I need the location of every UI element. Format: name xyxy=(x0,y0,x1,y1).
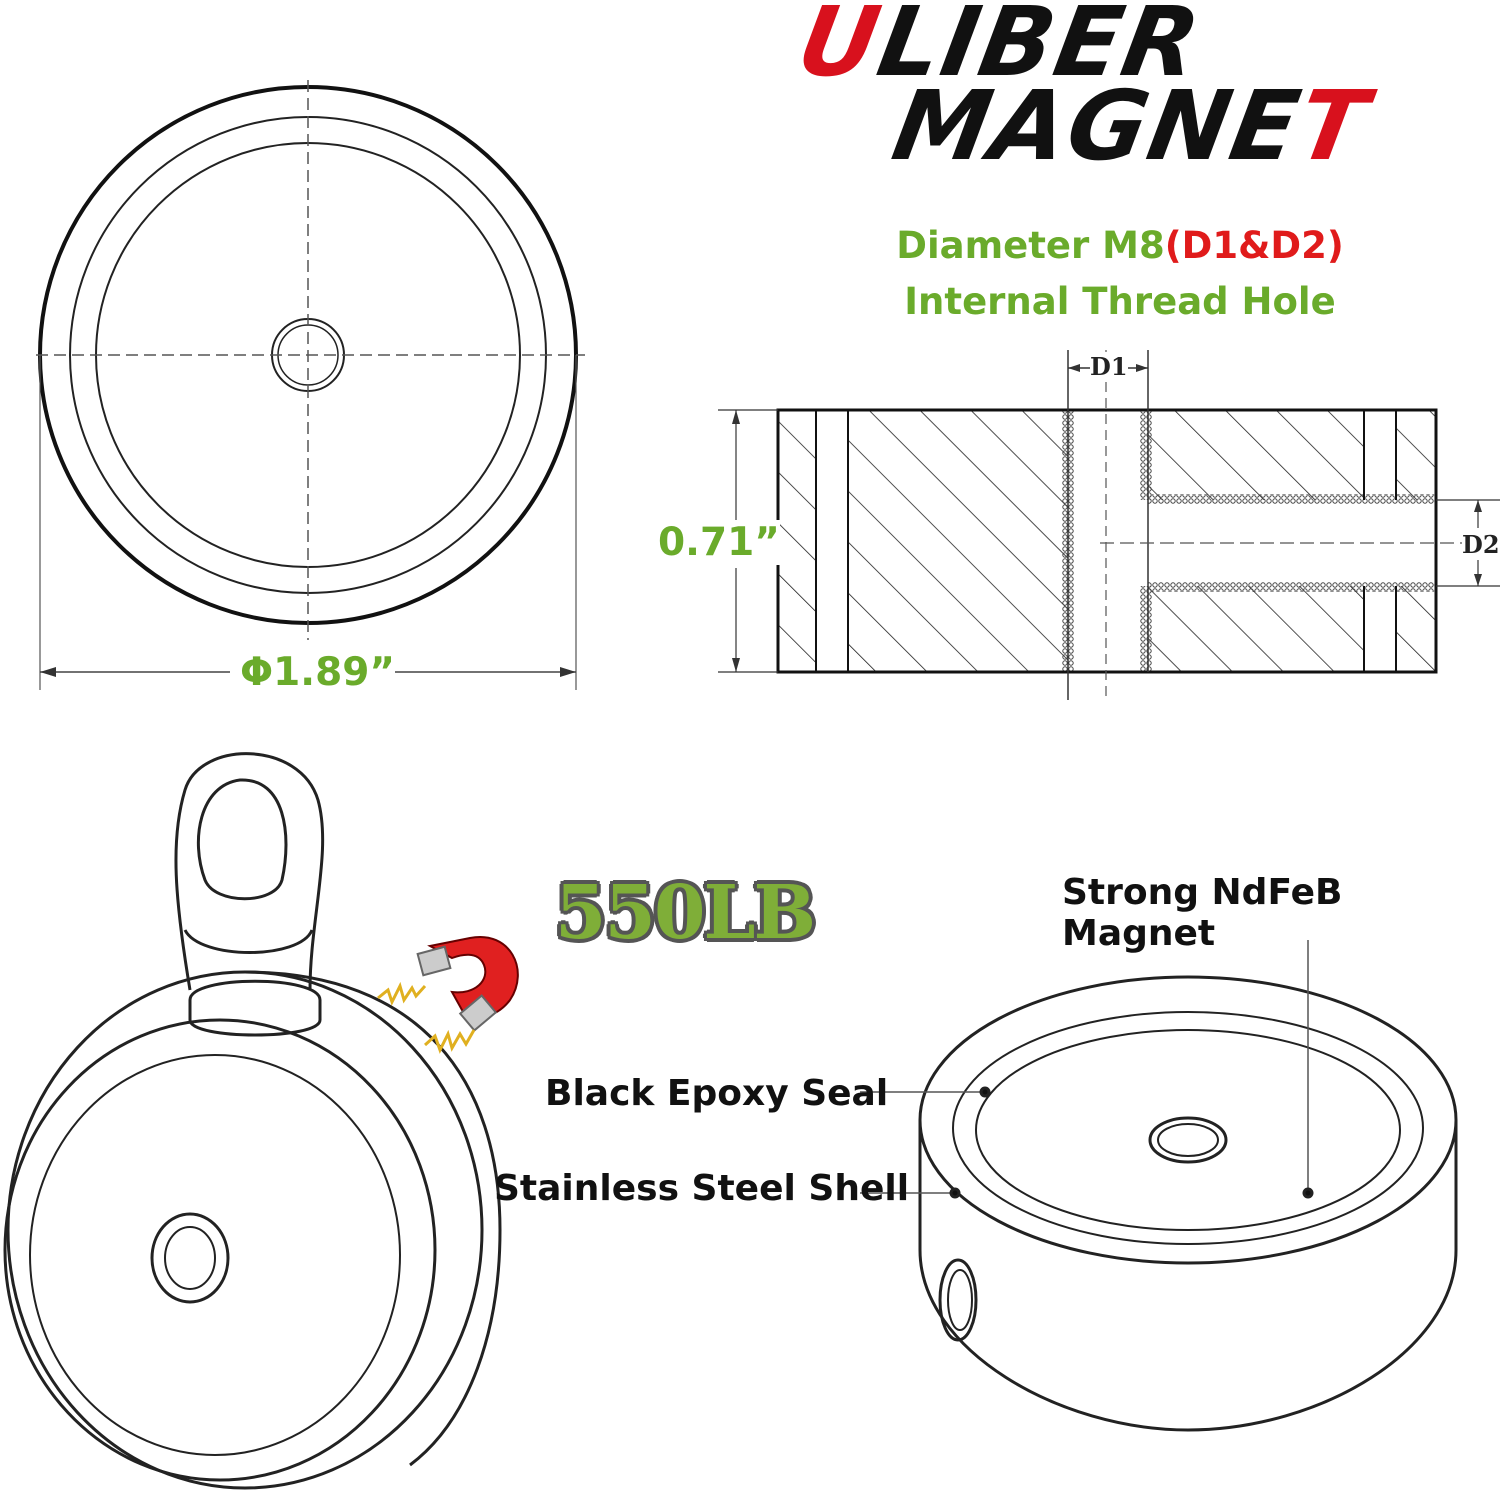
pot-magnet-drawing xyxy=(860,940,1458,1432)
diameter-label: Φ1.89” xyxy=(240,650,396,695)
callout-epoxy-seal: Black Epoxy Seal xyxy=(545,1073,889,1114)
eyebolt-magnet-drawing xyxy=(3,752,502,1490)
pull-force-label: 550LB xyxy=(555,870,816,956)
thread-spec-title: Diameter M8(D1&D2) Internal Thread Hole xyxy=(820,218,1420,330)
thread-spec-diameter: Diameter M8 xyxy=(896,224,1165,267)
callout-ndfeb-magnet: Strong NdFeB Magnet xyxy=(1062,872,1343,954)
horseshoe-magnet-icon xyxy=(377,935,519,1054)
d2-label: D2 xyxy=(1462,530,1500,559)
callout-steel-shell: Stainless Steel Shell xyxy=(494,1168,910,1209)
height-label: 0.71” xyxy=(658,520,780,565)
thread-spec-hole: Internal Thread Hole xyxy=(904,280,1336,323)
section-view xyxy=(718,350,1500,700)
top-view xyxy=(36,80,585,690)
thread-spec-d1d2: (D1&D2) xyxy=(1164,224,1344,267)
d1-label: D1 xyxy=(1090,352,1128,381)
